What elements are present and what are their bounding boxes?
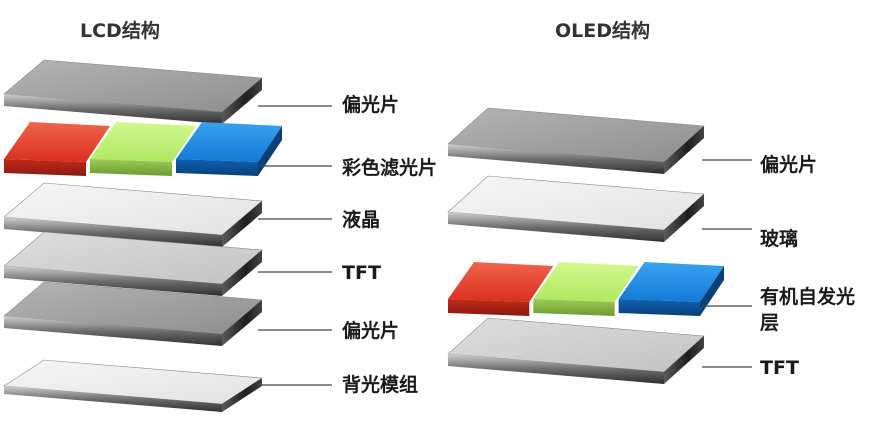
- lcd-label-color-filter: 彩色滤光片: [342, 157, 438, 179]
- lcd-label-tft: TFT: [342, 262, 381, 284]
- blue-segment: [618, 262, 724, 316]
- lcd-layer-tft: [3, 231, 263, 296]
- blue-segment: [176, 122, 282, 176]
- lcd-layer-liquid-crystal: [3, 182, 263, 247]
- lcd-label-polarizer-bottom: 偏光片: [342, 320, 400, 342]
- oled-layer-organic-layer: [448, 262, 724, 316]
- oled-layer-polarizer: [447, 107, 705, 174]
- green-segment: [90, 122, 196, 176]
- lcd-label-polarizer-top: 偏光片: [342, 94, 400, 116]
- lcd-stack: [3, 59, 282, 412]
- oled-label-polarizer: 偏光片: [760, 154, 818, 176]
- lcd-label-liquid-crystal: 液晶: [342, 209, 381, 231]
- lcd-layer-polarizer-top: [3, 59, 263, 124]
- lcd-layer-backlight: [3, 359, 263, 412]
- lcd-layer-color-filter: [4, 122, 282, 176]
- oled-label-glass: 玻璃: [760, 228, 799, 250]
- red-segment: [4, 122, 110, 176]
- lcd-layer-polarizer-bottom: [3, 281, 263, 346]
- oled-layer-tft: [447, 317, 705, 384]
- lcd-label-backlight: 背光模组: [342, 374, 419, 396]
- oled-layer-glass: [447, 175, 705, 242]
- red-segment: [448, 262, 554, 316]
- oled-label-tft: TFT: [760, 357, 799, 379]
- oled-title: OLED结构: [555, 20, 651, 42]
- green-segment: [533, 262, 639, 316]
- lcd-title: LCD结构: [80, 20, 160, 42]
- oled-stack: [447, 107, 724, 384]
- oled-label-organic-layer: 有机自发光层: [760, 286, 856, 334]
